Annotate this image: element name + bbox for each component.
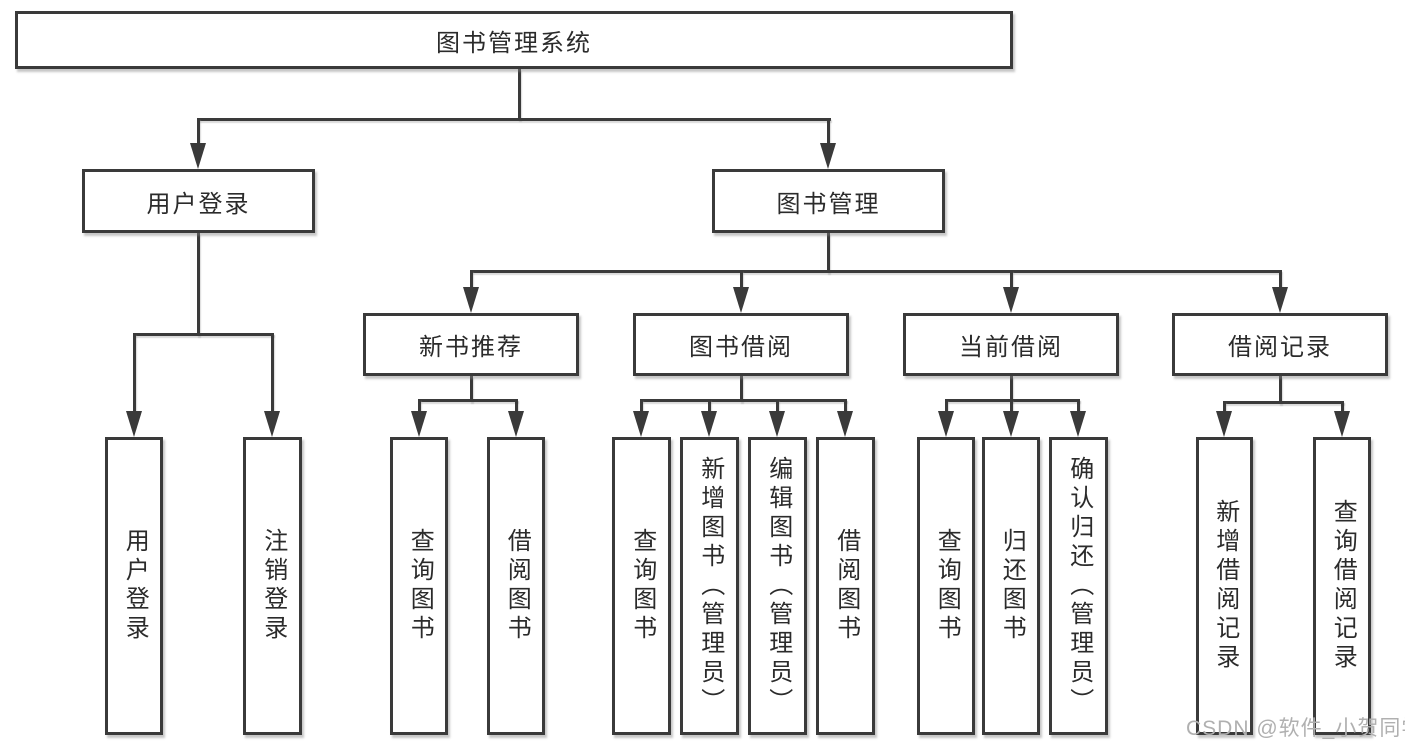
connector-arrowhead-icon <box>837 411 853 437</box>
csdn-watermark: CSDN @软件_小贺同学 <box>1186 717 1405 740</box>
connector-line <box>133 333 136 413</box>
leaf-query-borrow-record: 查询借阅记录 <box>1313 437 1371 735</box>
connector-line <box>708 399 711 413</box>
connector-arrowhead-icon <box>701 411 717 437</box>
leaf-logout: 注销登录 <box>243 437 302 735</box>
node-library-system: 图书管理系统 <box>15 11 1013 69</box>
connector-line <box>1279 376 1282 404</box>
connector-arrowhead-icon <box>938 411 954 437</box>
node-book-borrow: 图书借阅 <box>633 313 849 376</box>
connector-arrowhead-icon <box>1003 411 1019 437</box>
connector-line <box>1077 399 1080 413</box>
connector-line <box>1010 399 1013 413</box>
leaf-return-book: 归还图书 <box>982 437 1040 735</box>
node-book-management: 图书管理 <box>712 169 945 233</box>
leaf-confirm-return-admin: 确认归还（管理员） <box>1049 437 1108 735</box>
node-borrow-records: 借阅记录 <box>1172 313 1388 376</box>
node-user-login: 用户登录 <box>82 169 315 233</box>
connector-line <box>1223 401 1344 404</box>
connector-line <box>1223 401 1226 413</box>
connector-line <box>1010 376 1013 402</box>
connector-line <box>844 399 847 413</box>
connector-arrowhead-icon <box>1334 411 1350 437</box>
connector-line <box>418 399 421 413</box>
connector-line <box>515 399 518 413</box>
connector-arrowhead-icon <box>633 411 649 437</box>
leaf-borrow-query-book: 查询图书 <box>612 437 671 735</box>
leaf-add-book-admin: 新增图书（管理员） <box>680 437 739 735</box>
connector-arrowhead-icon <box>1216 411 1232 437</box>
connector-line <box>1341 401 1344 413</box>
connector-arrowhead-icon <box>190 143 206 169</box>
leaf-recommend-query-book: 查询图书 <box>390 437 448 735</box>
node-new-book-recommend: 新书推荐 <box>363 313 579 376</box>
connector-line <box>418 399 518 402</box>
connector-arrowhead-icon <box>463 287 479 313</box>
connector-arrowhead-icon <box>1003 287 1019 313</box>
connector-line <box>827 118 830 146</box>
connector-line <box>470 270 473 290</box>
connector-line <box>470 270 1281 273</box>
connector-line <box>640 399 643 413</box>
connector-arrowhead-icon <box>820 143 836 169</box>
connector-line <box>827 233 830 273</box>
leaf-current-query-book: 查询图书 <box>917 437 975 735</box>
connector-line <box>197 118 831 121</box>
connector-line <box>133 333 274 336</box>
node-current-borrow: 当前借阅 <box>903 313 1119 376</box>
connector-arrowhead-icon <box>769 411 785 437</box>
connector-arrowhead-icon <box>126 411 142 437</box>
connector-line <box>1279 270 1282 290</box>
leaf-add-borrow-record: 新增借阅记录 <box>1196 437 1253 735</box>
leaf-user-login: 用户登录 <box>105 437 163 735</box>
connector-arrowhead-icon <box>733 287 749 313</box>
connector-arrowhead-icon <box>411 411 427 437</box>
connector-arrowhead-icon <box>264 411 280 437</box>
connector-line <box>197 118 200 146</box>
connector-arrowhead-icon <box>1272 287 1288 313</box>
connector-line <box>271 333 274 413</box>
leaf-borrow-book: 借阅图书 <box>816 437 875 735</box>
connector-line <box>470 376 473 402</box>
connector-line <box>776 399 779 413</box>
leaf-recommend-borrow-book: 借阅图书 <box>487 437 545 735</box>
connector-line <box>1010 270 1013 290</box>
connector-line <box>518 69 521 120</box>
connector-line <box>740 376 743 402</box>
connector-arrowhead-icon <box>1070 411 1086 437</box>
leaf-edit-book-admin: 编辑图书（管理员） <box>748 437 807 735</box>
connector-line <box>640 399 847 402</box>
connector-line <box>945 399 948 413</box>
connector-arrowhead-icon <box>508 411 524 437</box>
connector-line <box>740 270 743 290</box>
connector-line <box>197 233 200 336</box>
